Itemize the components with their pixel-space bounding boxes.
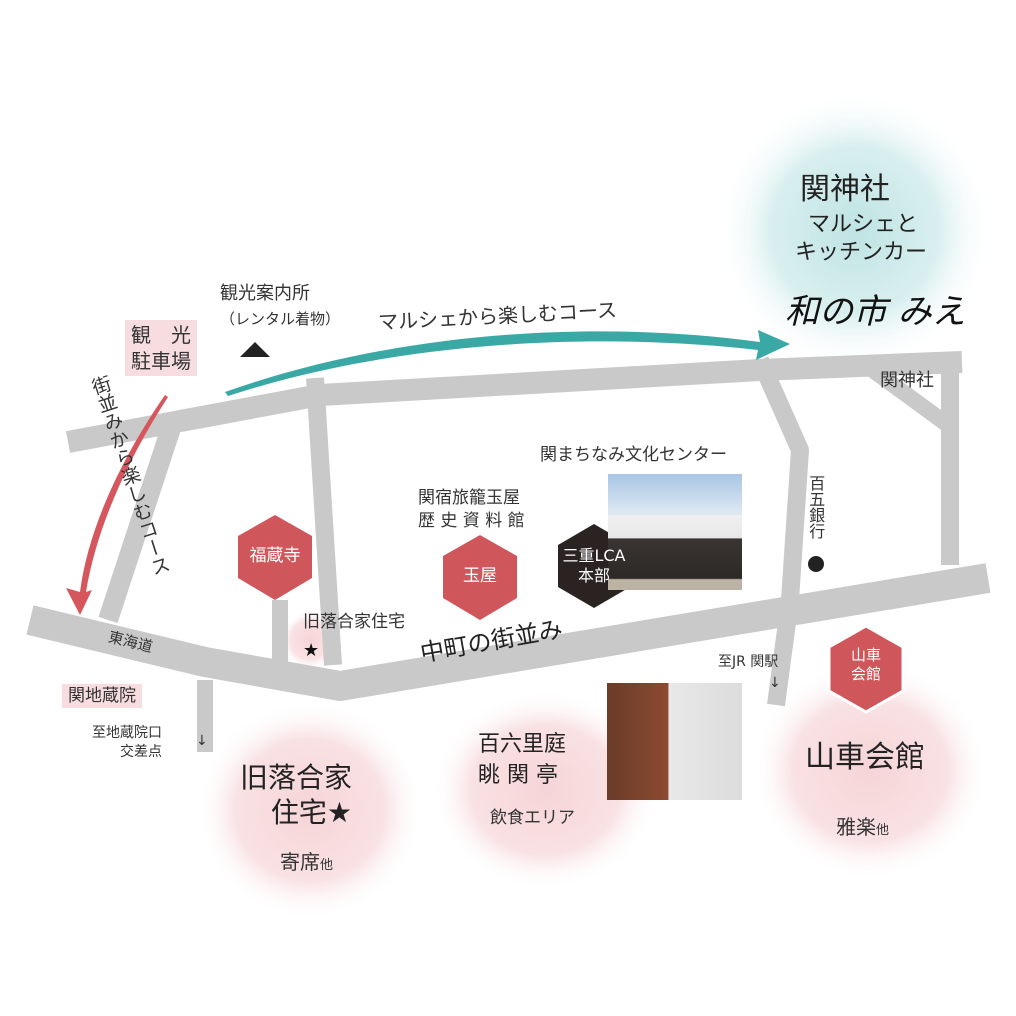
ochiai-event: 寄席他 xyxy=(280,850,333,874)
marche-course-arrow xyxy=(225,330,790,396)
down-arrow-icon: ↓ xyxy=(196,733,208,749)
tourist-parking-label: 観 光 駐車場 xyxy=(125,320,197,376)
down-arrow-icon: ↓ xyxy=(769,675,781,691)
lca-line2: 本部 xyxy=(577,566,610,585)
hex-fukuzoji xyxy=(238,515,312,600)
ochiai-name-line1: 旧落合家 xyxy=(240,761,353,794)
to-jizoin-line1: 至地蔵院口 xyxy=(92,725,162,741)
dashi-line1: 山車 xyxy=(850,646,881,664)
dashi-event-text: 雅楽 xyxy=(836,815,876,839)
museum-line1: 関宿旅籠玉屋 xyxy=(418,488,520,508)
main-road xyxy=(26,563,991,701)
parking-line1: 観 光 xyxy=(131,323,191,347)
hyakurokuri-name-line2: 眺 関 亭 xyxy=(478,762,558,788)
dashi-line2: 会館 xyxy=(850,664,881,683)
chokantei-photo xyxy=(607,683,742,800)
hyakurokuri-event: 飲食エリア xyxy=(490,808,575,828)
shrine-glow xyxy=(715,90,995,370)
roads xyxy=(26,351,991,752)
tourist-info-sub: （レンタル着物） xyxy=(220,310,341,328)
ochiai-name-line2: 住宅★ xyxy=(270,796,353,829)
to-jizoin-line2: 交差点 xyxy=(120,743,162,760)
jizoin-label: 関地蔵院 xyxy=(62,684,142,709)
culture-center-photo xyxy=(608,474,742,590)
townscape-course-arrow xyxy=(66,395,168,615)
tamaya-hex-label: 玉屋 xyxy=(463,566,497,586)
hyakurokuri-venue-name: 百六里庭 眺 関 亭 xyxy=(478,730,566,792)
old-house-label: 旧落合家住宅 xyxy=(303,612,405,632)
bank-marker xyxy=(808,556,824,572)
culture-center-label: 関まちなみ文化センター xyxy=(540,445,727,465)
tourist-info-marker xyxy=(240,342,270,357)
lca-line1: 三重LCA xyxy=(562,546,626,565)
hex-dashi xyxy=(827,624,905,714)
dashi-glow xyxy=(750,660,990,880)
seki-shrine-label: 関神社 xyxy=(880,370,934,391)
star-icon: ★ xyxy=(303,640,320,661)
to-jizoin-label: 至地蔵院口 交差点 xyxy=(92,724,162,762)
road xyxy=(751,356,809,707)
hyakurokuri-name-line1: 百六里庭 xyxy=(478,732,567,757)
lca-label: 三重LCA 本部 xyxy=(554,546,634,586)
museum-line2: 歴 史 資 料 館 xyxy=(418,510,525,531)
road xyxy=(98,421,182,624)
dashi-venue-name: 山車会館 xyxy=(805,740,925,775)
road xyxy=(865,361,953,432)
dashi-event-suffix: 他 xyxy=(876,823,890,838)
to-station-label: 至JR 関駅 xyxy=(718,654,779,670)
dashi-hex-label: 山車 会館 xyxy=(829,646,903,684)
fukuzoji-label: 福蔵寺 xyxy=(249,546,301,566)
hyakurokuri-glow xyxy=(430,690,660,890)
ochiai-event-suffix: 他 xyxy=(320,858,334,873)
wanoichi-logo: 和の市 みえ xyxy=(785,292,966,332)
dashi-event: 雅楽他 xyxy=(836,815,889,839)
north-road xyxy=(65,351,963,453)
bank-label: 百五銀行 xyxy=(806,475,826,539)
ochiai-glow xyxy=(195,700,425,920)
shrine-line1: マルシェと xyxy=(808,212,919,237)
ochiai-event-text: 寄席 xyxy=(280,850,320,874)
parking-line2: 駐車場 xyxy=(131,349,191,373)
tourist-info-label: 観光案内所 xyxy=(220,283,310,304)
hex-tamaya xyxy=(443,535,517,620)
shrine-title: 関神社 xyxy=(800,172,890,207)
road xyxy=(306,377,342,666)
tamaya-museum-label: 関宿旅籠玉屋 歴 史 資 料 館 xyxy=(418,487,525,533)
shrine-line2: キッチンカー xyxy=(795,240,928,265)
ochiai-venue-name: 旧落合家 住宅★ xyxy=(240,760,352,830)
